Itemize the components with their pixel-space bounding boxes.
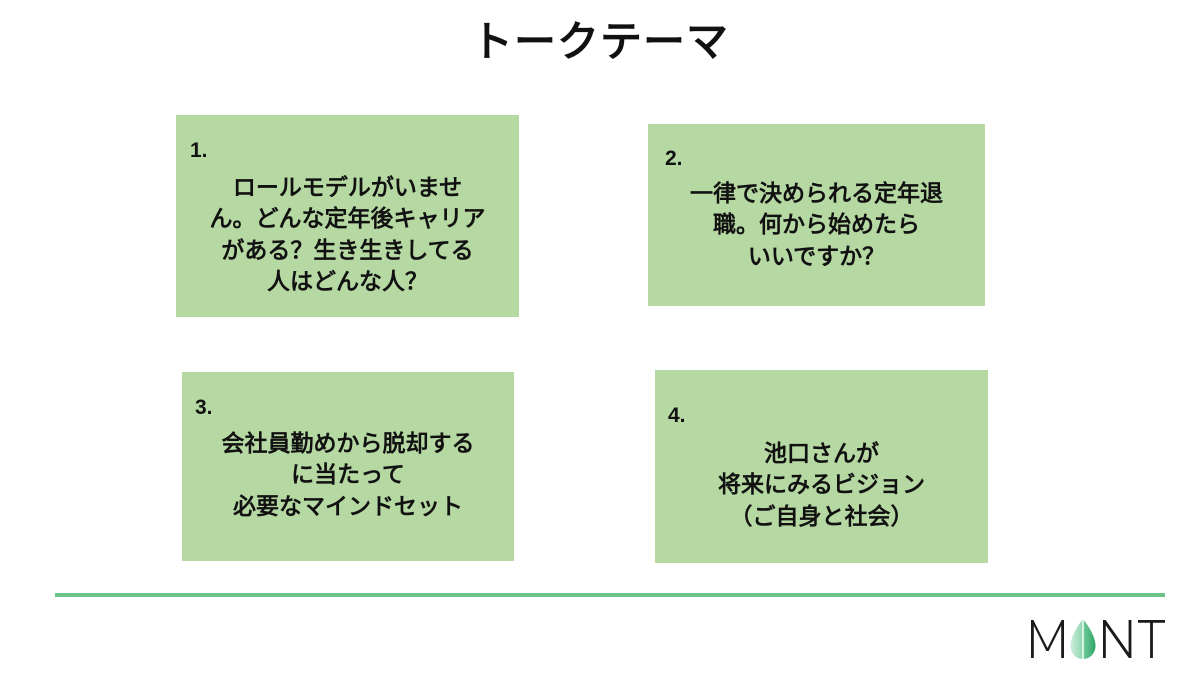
- theme-card-4[interactable]: 4. 池口さんが 将来にみるビジョン （ご自身と社会）: [655, 370, 988, 563]
- theme-card-1[interactable]: 1. ロールモデルがいませ ん。どんな定年後キャリア がある？生き生きしてる 人…: [176, 115, 519, 317]
- mint-logo-letter-m: [1031, 620, 1064, 658]
- theme-card-2[interactable]: 2. 一律で決められる定年退 職。何から始めたら いいですか？: [648, 124, 985, 306]
- theme-card-3-text: 会社員勤めから脱却する に当たって 必要なマインドセット: [221, 430, 475, 519]
- theme-card-4-text: 池口さんが 将来にみるビジョン （ご自身と社会）: [718, 440, 925, 529]
- theme-card-2-number: 2.: [665, 147, 683, 170]
- footer-divider: [55, 593, 1165, 597]
- mint-logo-letter-t: [1138, 620, 1165, 658]
- theme-card-2-text: 一律で決められる定年退 職。何から始めたら いいですか？: [690, 180, 943, 269]
- mint-logo-leaf-icon: [1070, 619, 1096, 659]
- theme-card-3-number: 3.: [195, 396, 213, 419]
- mint-logo-letter-n: [1103, 620, 1132, 658]
- mint-logo: [1027, 614, 1169, 662]
- theme-card-1-text: ロールモデルがいませ ん。どんな定年後キャリア がある？生き生きしてる 人はどん…: [209, 174, 486, 294]
- page-title: トークテーマ: [470, 18, 729, 65]
- theme-card-1-number: 1.: [190, 139, 208, 162]
- mint-logo-mark: [1031, 619, 1165, 659]
- theme-card-3[interactable]: 3. 会社員勤めから脱却する に当たって 必要なマインドセット: [182, 372, 514, 561]
- theme-card-4-number: 4.: [668, 404, 686, 427]
